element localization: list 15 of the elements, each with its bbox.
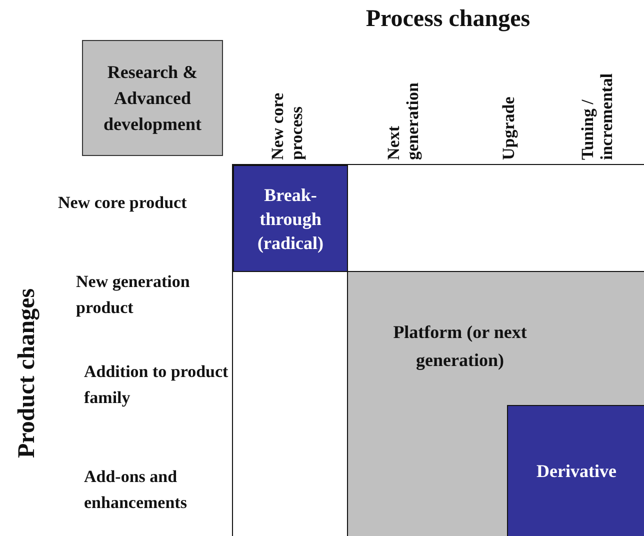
region-label: Platform (or next generation)	[392, 321, 528, 372]
column-header: Upgrade	[499, 96, 518, 160]
chart-title: Process changes	[364, 6, 532, 33]
stage-box: Break- through (radical)	[233, 165, 348, 272]
row-header: Add-ons and enhancements	[84, 466, 188, 514]
column-header: New core process	[268, 92, 306, 160]
row-header: New generation product	[76, 271, 191, 319]
column-header: Tuning / incremental	[578, 72, 616, 160]
stage-box: Research & Advanced development	[82, 40, 223, 156]
axis-label: Product changes	[13, 288, 41, 458]
row-header: New core product	[58, 192, 188, 214]
row-header: Addition to product family	[84, 361, 230, 409]
stage-box: Derivative	[507, 405, 644, 536]
stage-region	[347, 271, 644, 536]
column-header: Next generation	[384, 82, 422, 160]
